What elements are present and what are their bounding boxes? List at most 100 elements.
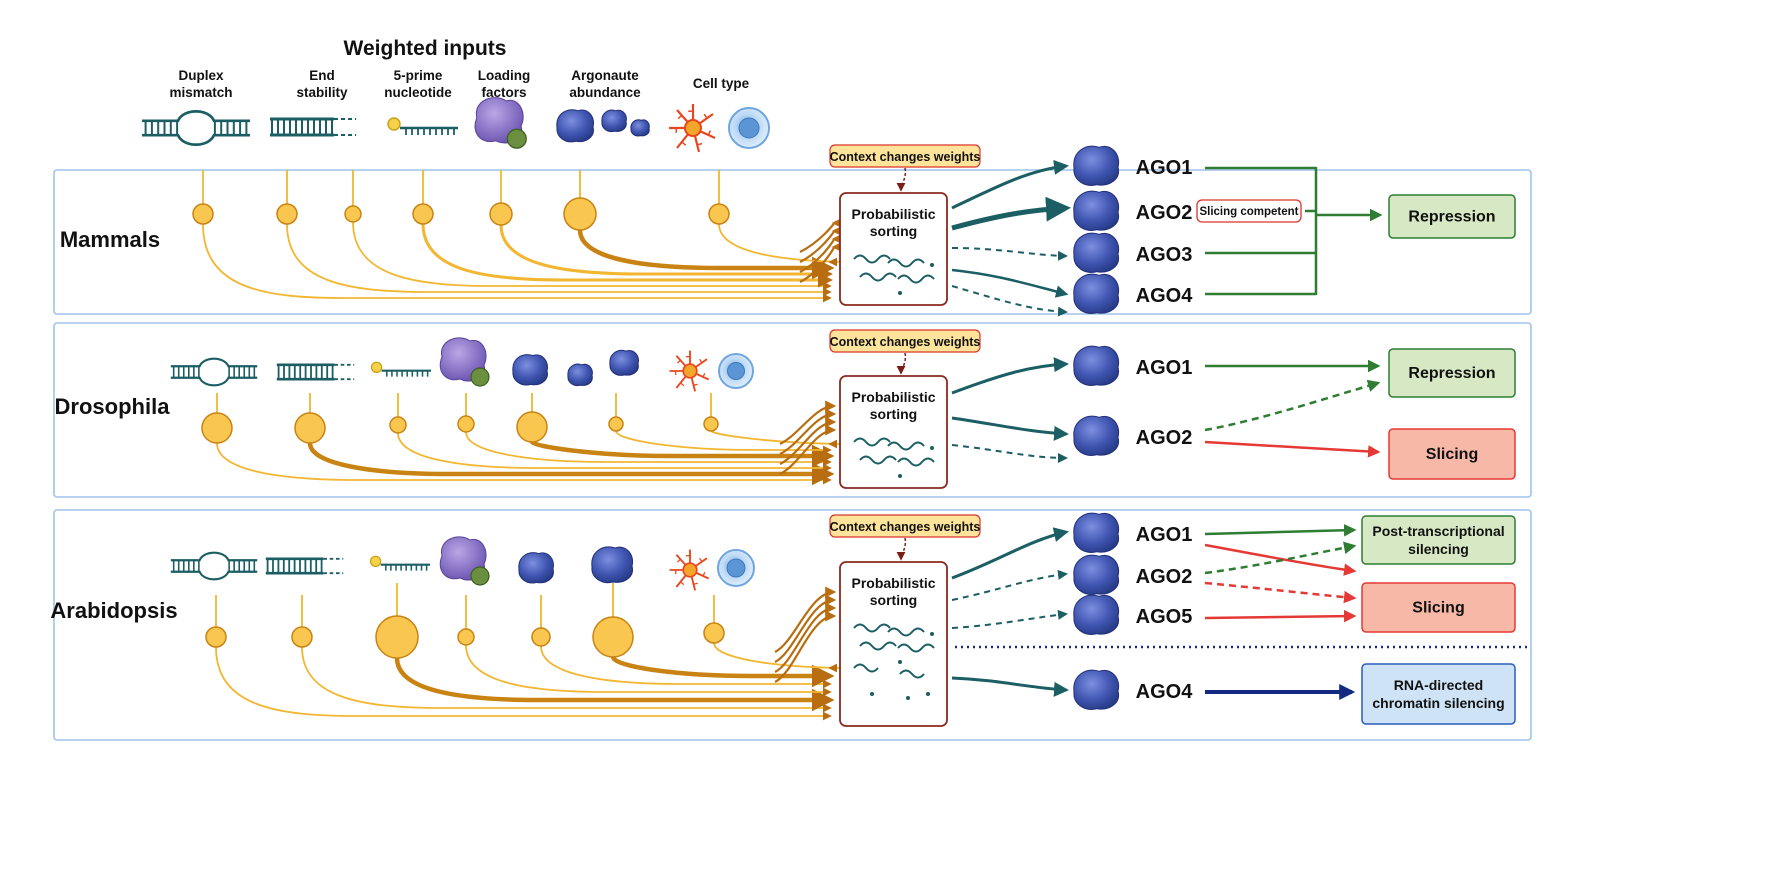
dendrite-branch (676, 558, 681, 563)
rna-dot (870, 692, 874, 696)
frayed-end (334, 363, 355, 381)
input-wires (201, 393, 852, 486)
blood-cell-icon (728, 107, 770, 149)
weighted-input-line (529, 439, 835, 468)
panel-frame (53, 322, 1532, 498)
dendrite-branch (707, 130, 712, 136)
outcome-box (1388, 428, 1516, 480)
nucleotide (369, 555, 382, 568)
slicing-arrow (1204, 609, 1357, 623)
input-weight-node (592, 616, 634, 658)
strand (170, 551, 258, 562)
nucleotide (387, 117, 401, 131)
outcome-wiring (1204, 359, 1381, 458)
argonaute-protein-icon (1073, 190, 1120, 231)
fan-in-arrow (779, 424, 837, 475)
loading-factor-icon (474, 97, 527, 149)
duplex-mismatch-icon (141, 110, 251, 146)
input-weight-node (708, 203, 730, 225)
rna-dot (930, 263, 934, 267)
rna-fragment (887, 441, 925, 451)
blood-cell-icon (717, 549, 755, 587)
probabilistic-sorting-box (839, 192, 948, 306)
sorting-output-arrow (951, 196, 1071, 231)
input-weight-node (294, 412, 326, 444)
weighted-input-line (307, 442, 835, 486)
sorter-label: Probabilistic (851, 206, 935, 222)
sorting-output-arrow (951, 357, 1069, 395)
input-label: abundance (569, 85, 641, 100)
protein-body (1073, 145, 1120, 186)
sorter-label: Probabilistic (851, 575, 935, 591)
sorter-label: sorting (870, 592, 917, 608)
dendrite-branch (697, 142, 703, 146)
ago-label: AGO1 (1136, 357, 1193, 379)
dendrite-branch (702, 372, 706, 378)
protein-body (1073, 415, 1120, 456)
input-weight-node (276, 203, 298, 225)
argonaute-protein-icon (1073, 232, 1120, 273)
input-wires (205, 583, 855, 721)
protein-body (601, 109, 627, 133)
slicing-arrow (1204, 440, 1381, 458)
input-weight-node (457, 415, 475, 433)
weighted-input-line (216, 442, 832, 485)
protein-body (1073, 232, 1120, 273)
protein-body (609, 349, 639, 376)
strand (141, 110, 251, 123)
sorting-output-arrow (951, 569, 1068, 601)
protein-body (512, 354, 548, 386)
protein-body (567, 363, 593, 387)
input-label: mismatch (169, 85, 232, 100)
dendrite-branch (702, 571, 706, 577)
rna-fragment (853, 663, 879, 673)
factor-subunit (470, 566, 490, 586)
argonaute-abundance-icon (556, 109, 595, 143)
outcome-label: Slicing (1426, 446, 1478, 463)
input-wires (192, 170, 860, 303)
input-label: Argonaute (571, 68, 639, 83)
weighted-input-line (465, 644, 832, 697)
argonaute-abundance-icon (630, 119, 650, 137)
end-stability-icon (276, 363, 355, 381)
argonaute-icon (518, 552, 554, 584)
context-box (829, 514, 981, 538)
ptgs-arrow-dashed (1204, 541, 1357, 575)
context-label: Context changes weights (830, 335, 981, 349)
input-weight-node (201, 412, 233, 444)
rna-fragment (853, 623, 891, 633)
ago-label: AGO2 (1136, 202, 1193, 224)
dendrite-branch (693, 582, 698, 585)
weighted-input-line (465, 431, 832, 467)
rna-fragment (897, 643, 935, 653)
input-weight-node (291, 626, 313, 648)
input-weight-node (457, 628, 475, 646)
sorting-output-arrow (951, 527, 1069, 580)
protein-body (1073, 594, 1120, 635)
species-label: Arabidopsis (50, 598, 177, 623)
protein-body (1073, 273, 1120, 314)
argonaute-protein-icon (1073, 273, 1120, 314)
rna-fragment (859, 455, 897, 465)
outcome-box (1361, 663, 1516, 725)
protein-body (1073, 190, 1120, 231)
input-label: End (309, 68, 335, 83)
input-weight-node (703, 416, 719, 432)
slicing-competent-badge (1196, 199, 1302, 223)
rna-dot (898, 474, 902, 478)
input-weight-node (205, 626, 227, 648)
ago-label: AGO2 (1136, 566, 1193, 588)
badge-label: Slicing competent (1199, 206, 1298, 218)
outcome-label: Slicing (1412, 600, 1464, 617)
outcome-wiring (955, 524, 1528, 700)
protein-body (1073, 554, 1120, 595)
neuron-icon (669, 350, 710, 392)
rna-dot (926, 692, 930, 696)
input-weight-node (531, 627, 551, 647)
protein-body (630, 119, 650, 137)
argonaute-protein-icon (1073, 415, 1120, 456)
input-label: factors (481, 85, 526, 100)
duplex-mismatch-icon (170, 551, 258, 581)
sorting-output-arrow (951, 285, 1068, 317)
